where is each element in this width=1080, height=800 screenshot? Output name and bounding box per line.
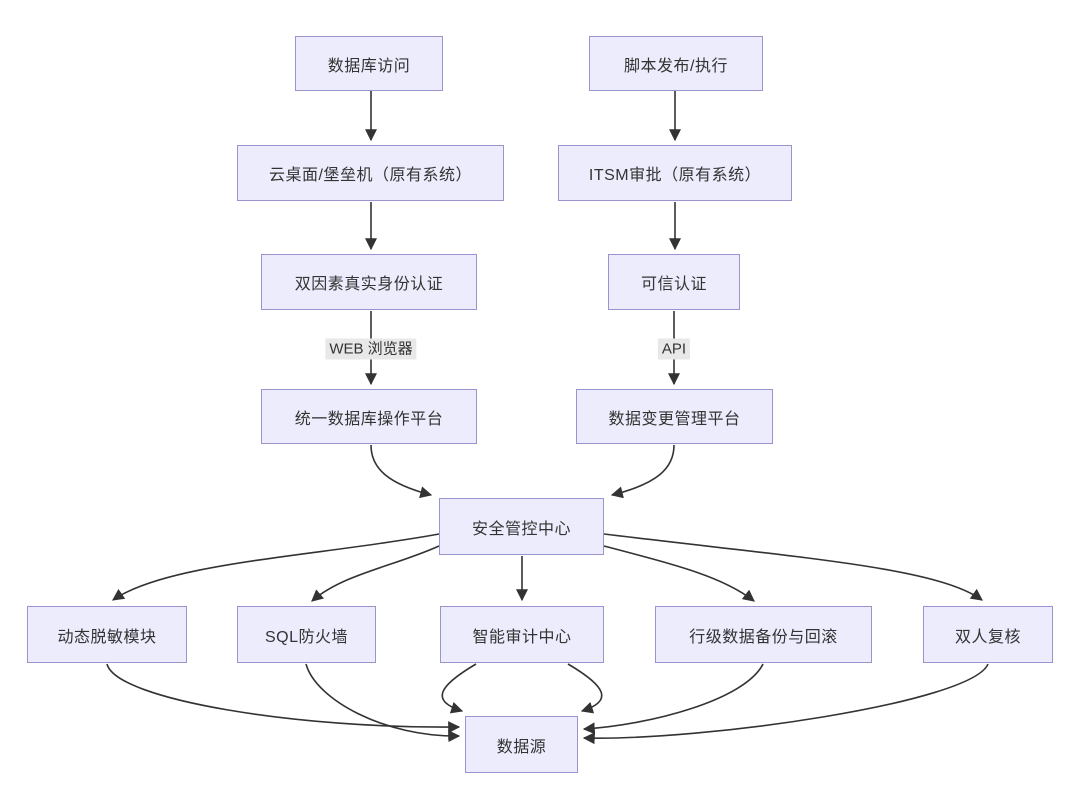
- node-data-change-platform: 数据变更管理平台: [576, 389, 773, 444]
- edge-audit-center-to-data-source-right: [567, 663, 603, 714]
- edge-unified-platform-to-security-center: [370, 444, 433, 499]
- edge-security-center-to-dynamic-masking: [112, 533, 440, 601]
- node-dynamic-masking: 动态脱敏模块: [27, 606, 187, 663]
- edge-label-web-browser: WEB 浏览器: [325, 338, 417, 360]
- edge-security-center-to-dual-review: [603, 533, 983, 601]
- edge-label-api: API: [657, 338, 691, 360]
- edge-dual-review-to-data-source: [582, 663, 989, 745]
- node-two-factor-auth: 双因素真实身份认证: [261, 254, 477, 310]
- node-sql-firewall: SQL防火墙: [237, 606, 376, 663]
- node-dual-review: 双人复核: [923, 606, 1053, 663]
- node-security-center: 安全管控中心: [439, 498, 604, 555]
- edge-sql-firewall-to-data-source: [305, 663, 461, 743]
- node-row-backup-rollback: 行级数据备份与回滚: [655, 606, 872, 663]
- edge-dynamic-masking-to-data-source: [106, 663, 461, 734]
- node-cloud-desktop: 云桌面/堡垒机（原有系统）: [237, 145, 504, 201]
- edge-security-center-to-row-backup: [603, 545, 755, 602]
- edge-audit-center-to-data-source-left: [441, 663, 477, 714]
- node-itsm-approval: ITSM审批（原有系统）: [558, 145, 792, 201]
- node-db-access: 数据库访问: [295, 36, 443, 91]
- node-data-source: 数据源: [465, 716, 578, 773]
- node-script-exec: 脚本发布/执行: [589, 36, 763, 91]
- node-unified-db-platform: 统一数据库操作平台: [261, 389, 477, 444]
- edge-security-center-to-sql-firewall: [311, 545, 440, 602]
- node-trusted-auth: 可信认证: [608, 254, 740, 310]
- node-audit-center: 智能审计中心: [440, 606, 604, 663]
- edge-change-platform-to-security-center: [610, 444, 675, 499]
- edge-row-backup-to-data-source: [582, 663, 764, 735]
